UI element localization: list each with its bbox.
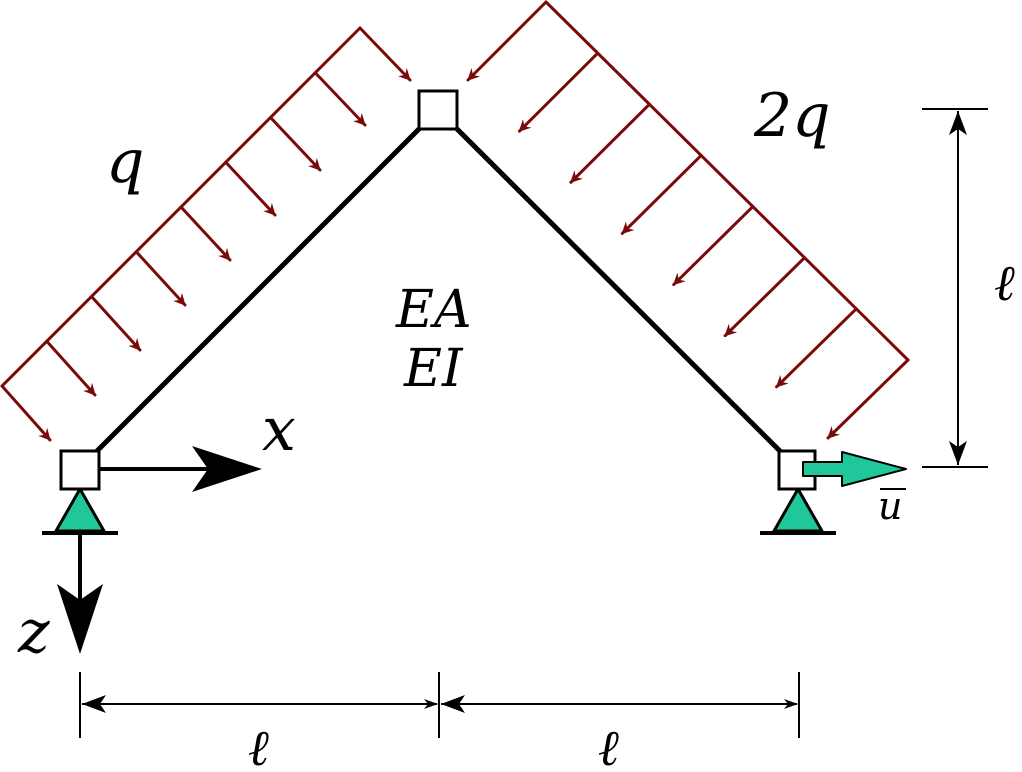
load-left-arrow — [358, 26, 412, 82]
load-left-arrow — [90, 295, 142, 352]
span-label-right: ℓ — [598, 719, 619, 772]
axis-label-x: x — [262, 395, 296, 465]
right-member — [435, 107, 800, 471]
z-axis-arrow — [57, 533, 103, 654]
displacement-label-u: u — [878, 484, 902, 528]
load-right-arrow — [826, 358, 910, 440]
x-axis-arrow — [99, 446, 262, 492]
load-right-arrow — [466, 0, 548, 82]
load-right-arrow — [620, 153, 703, 235]
load-right-boundary — [544, 0, 910, 362]
load-right-arrow — [775, 307, 858, 389]
load-right-arrow — [723, 256, 807, 338]
load-right-arrow — [672, 205, 755, 287]
right-pin-support — [760, 487, 836, 535]
left-pin-support — [42, 487, 118, 535]
load-left-arrow — [224, 160, 277, 217]
load-left-arrow — [0, 384, 52, 442]
stiffness-label-ea: EA — [395, 280, 472, 340]
load-left-arrow — [313, 71, 367, 127]
distributed-load-left — [0, 26, 412, 442]
stiffness-label-ei: EI — [403, 339, 464, 399]
load-left-arrow — [269, 116, 322, 172]
load-label-2q: 2q — [753, 81, 831, 151]
load-left-arrow — [179, 205, 232, 262]
distributed-load-right — [466, 0, 910, 440]
load-left-arrow — [45, 339, 97, 397]
load-right-arrow — [569, 102, 651, 184]
horizontal-dimension — [79, 672, 800, 738]
left-member — [77, 107, 441, 471]
load-left-arrow — [134, 250, 187, 307]
span-label-left: ℓ — [248, 719, 269, 772]
height-label: ℓ — [994, 254, 1015, 312]
prescribed-displacement-arrow — [802, 451, 907, 487]
displacement-label: u — [878, 484, 906, 528]
load-label-q: q — [106, 127, 144, 197]
vertical-dimension — [922, 108, 988, 468]
axis-label-z: z — [17, 597, 50, 667]
load-right-arrow — [517, 51, 600, 133]
left-hinge — [59, 449, 101, 491]
apex-hinge — [417, 89, 459, 131]
